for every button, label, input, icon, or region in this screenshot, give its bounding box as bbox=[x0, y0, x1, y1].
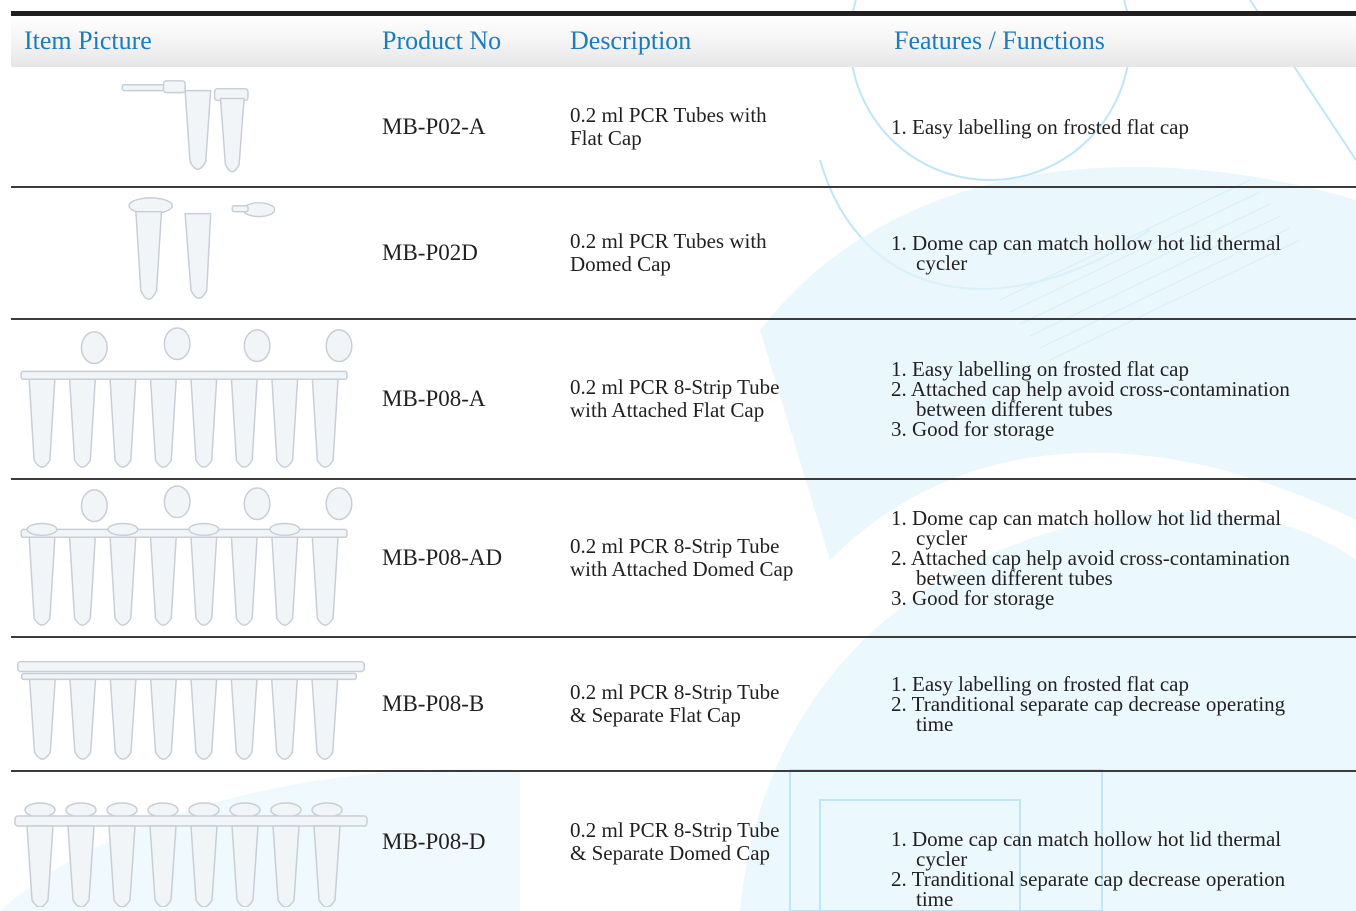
product-features: 1. Easy labelling on frosted flat cap 2.… bbox=[891, 638, 1356, 770]
product-description: 0.2 ml PCR Tubes with Flat Cap bbox=[570, 67, 880, 186]
feature-item: 1. Dome cap can match hollow hot lid the… bbox=[891, 231, 1282, 275]
table-row: MB-P08-A 0.2 ml PCR 8-Strip Tube with At… bbox=[11, 320, 1356, 480]
description-line: 0.2 ml PCR Tubes with bbox=[570, 229, 767, 253]
top-rule bbox=[11, 11, 1356, 16]
product-number: MB-P02-A bbox=[382, 113, 486, 139]
feature-item: 1. Dome cap can match hollow hot lid the… bbox=[891, 827, 1282, 871]
product-description: 0.2 ml PCR Tubes with Domed Cap bbox=[570, 188, 880, 318]
product-image bbox=[13, 71, 369, 182]
description-line: 0.2 ml PCR 8-Strip Tube bbox=[570, 817, 780, 842]
feature-item: 2. Attached cap help avoid cross-contami… bbox=[891, 377, 1290, 421]
product-number: MB-P08-D bbox=[382, 828, 486, 854]
product-image bbox=[13, 484, 369, 632]
description-line: Domed Cap bbox=[570, 252, 671, 276]
product-image bbox=[13, 324, 369, 474]
product-features: 1. Dome cap can match hollow hot lid the… bbox=[891, 772, 1356, 911]
description-line: 0.2 ml PCR 8-Strip Tube bbox=[570, 680, 780, 704]
description-line: Flat Cap bbox=[570, 125, 642, 150]
product-description: 0.2 ml PCR 8-Strip Tube with Attached Do… bbox=[570, 480, 880, 636]
feature-item: 2. Attached cap help avoid cross-contami… bbox=[891, 546, 1290, 590]
description-line: with Attached Domed Cap bbox=[570, 557, 794, 581]
product-image bbox=[13, 642, 369, 766]
product-description: 0.2 ml PCR 8-Strip Tube with Attached Fl… bbox=[570, 320, 880, 478]
table-row: MB-P08-AD 0.2 ml PCR 8-Strip Tube with A… bbox=[11, 480, 1356, 638]
feature-item: 1. Easy labelling on frosted flat cap bbox=[891, 357, 1189, 381]
product-features: 1. Dome cap can match hollow hot lid the… bbox=[891, 188, 1356, 318]
product-features: 1. Easy labelling on frosted flat cap bbox=[891, 67, 1356, 186]
feature-item: 2. Tranditional separate cap decrease op… bbox=[891, 692, 1286, 736]
feature-item: 1. Dome cap can match hollow hot lid the… bbox=[891, 506, 1282, 550]
table-row: MB-P02-A 0.2 ml PCR Tubes with Flat Cap … bbox=[11, 67, 1356, 188]
product-features: 1. Easy labelling on frosted flat cap 2.… bbox=[891, 320, 1356, 478]
product-image bbox=[13, 776, 369, 907]
header-features: Features / Functions bbox=[894, 26, 1105, 55]
table-row: MB-P08-B 0.2 ml PCR 8-Strip Tube & Separ… bbox=[11, 638, 1356, 772]
table-row: MB-P02D 0.2 ml PCR Tubes with Domed Cap … bbox=[11, 188, 1356, 320]
product-description: 0.2 ml PCR 8-Strip Tube & Separate Domed… bbox=[570, 772, 880, 911]
product-number: MB-P02D bbox=[382, 240, 478, 265]
header-product-no: Product No bbox=[382, 26, 502, 55]
table-row: MB-P08-D 0.2 ml PCR 8-Strip Tube & Separ… bbox=[11, 772, 1356, 911]
product-number: MB-P08-B bbox=[382, 691, 485, 716]
feature-item: 1. Easy labelling on frosted flat cap bbox=[891, 114, 1189, 139]
header-item-picture: Item Picture bbox=[24, 26, 152, 55]
description-line: 0.2 ml PCR Tubes with bbox=[570, 102, 767, 127]
description-line: 0.2 ml PCR 8-Strip Tube bbox=[570, 534, 780, 558]
feature-item: 3. Good for storage bbox=[891, 417, 1055, 441]
feature-item: 3. Good for storage bbox=[891, 586, 1055, 610]
product-number: MB-P08-AD bbox=[382, 545, 503, 570]
product-features: 1. Dome cap can match hollow hot lid the… bbox=[891, 480, 1356, 636]
product-number: MB-P08-A bbox=[382, 386, 486, 411]
description-line: with Attached Flat Cap bbox=[570, 398, 765, 422]
feature-item: 1. Easy labelling on frosted flat cap bbox=[891, 672, 1189, 696]
description-line: 0.2 ml PCR 8-Strip Tube bbox=[570, 375, 780, 399]
header-description: Description bbox=[570, 26, 692, 55]
description-line: & Separate Domed Cap bbox=[570, 840, 771, 865]
product-image bbox=[13, 192, 369, 314]
feature-item: 2. Tranditional separate cap decrease op… bbox=[891, 867, 1286, 911]
product-description: 0.2 ml PCR 8-Strip Tube & Separate Flat … bbox=[570, 638, 880, 770]
description-line: & Separate Flat Cap bbox=[570, 703, 741, 727]
table-header: Item Picture Product No Description Feat… bbox=[11, 16, 1356, 67]
